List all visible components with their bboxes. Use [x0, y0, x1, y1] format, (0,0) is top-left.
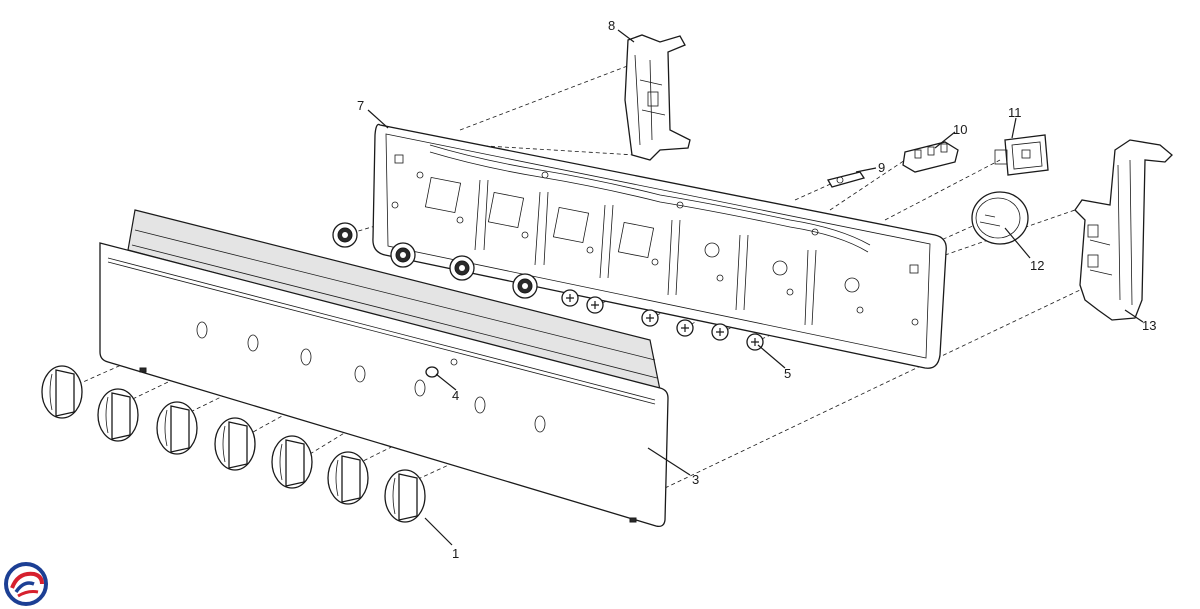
- valve-collars: [332, 222, 538, 299]
- spring-clip: [425, 358, 458, 378]
- callout-3: 3: [692, 472, 699, 487]
- control-knobs: [41, 365, 426, 523]
- callout-10: 10: [953, 122, 967, 137]
- callout-labels: 1 3 4 5 7 8 9 10 11 12 13: [357, 18, 1156, 561]
- callout-7: 7: [357, 98, 364, 113]
- plate-holes: [391, 171, 919, 326]
- callout-leaders: [367, 29, 1144, 546]
- side-bracket-top: [624, 34, 691, 161]
- ignition-switch-block: [902, 141, 959, 173]
- callout-12: 12: [1030, 258, 1044, 273]
- callout-8: 8: [608, 18, 615, 33]
- side-bracket-right: [1074, 139, 1173, 321]
- rocker-switch: [994, 134, 1049, 176]
- callout-11: 11: [1008, 105, 1022, 120]
- facia-knob-holes: [196, 321, 546, 433]
- callout-1: 1: [452, 546, 459, 561]
- callout-5: 5: [784, 366, 791, 381]
- callout-13: 13: [1142, 318, 1156, 333]
- rear-backing-plate: [372, 123, 947, 369]
- timer-unit: [971, 191, 1029, 245]
- brand-swirl-logo-icon: [4, 562, 48, 606]
- callout-9: 9: [878, 160, 885, 175]
- front-facia-panel: [99, 209, 669, 528]
- callout-4: 4: [452, 388, 459, 403]
- fixing-screws: [561, 289, 764, 351]
- ignition-electrode: [827, 171, 866, 188]
- plate-cutouts: [424, 176, 860, 326]
